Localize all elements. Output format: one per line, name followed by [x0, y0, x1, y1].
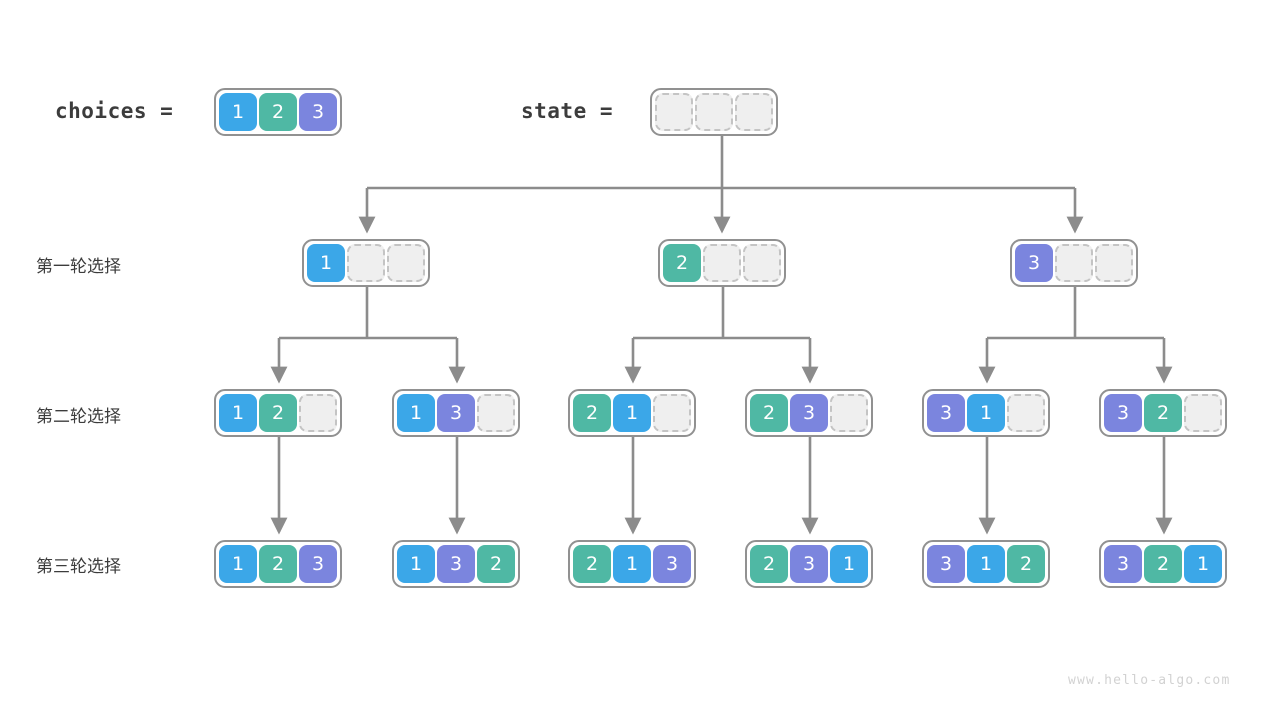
choices-label: choices =: [55, 99, 174, 123]
node-r2-3-cell-1: 1: [613, 394, 651, 432]
node-r3-3-cell-1: 1: [613, 545, 651, 583]
node-r3-5-cell-1: 1: [967, 545, 1005, 583]
node-r3-5-cell-2: 2: [1007, 545, 1045, 583]
node-r2-4-cell-2: [830, 394, 868, 432]
choices-cell-2: 3: [299, 93, 337, 131]
node-r2-2-cell-0: 1: [397, 394, 435, 432]
node-r3-6-cell-2: 1: [1184, 545, 1222, 583]
node-r1-1-cell-0: 1: [307, 244, 345, 282]
node-r1-1-cell-1: [347, 244, 385, 282]
node-r1-2-cell-1: [703, 244, 741, 282]
node-r3-2-cell-0: 1: [397, 545, 435, 583]
node-r3-1-cell-2: 3: [299, 545, 337, 583]
node-r3-2-cell-2: 2: [477, 545, 515, 583]
node-r2-5-cell-2: [1007, 394, 1045, 432]
state-cell-1: [695, 93, 733, 131]
node-r2-4-cell-0: 2: [750, 394, 788, 432]
node-r1-2-cell-0: 2: [663, 244, 701, 282]
node-r2-3-cell-0: 2: [573, 394, 611, 432]
node-r2-1-cell-0: 1: [219, 394, 257, 432]
node-r3-3-cell-0: 2: [573, 545, 611, 583]
node-r3-2-cell-1: 3: [437, 545, 475, 583]
row-label-round3: 第三轮选择: [36, 557, 121, 577]
node-r3-6-cell-1: 2: [1144, 545, 1182, 583]
node-r3-1-cell-1: 2: [259, 545, 297, 583]
watermark: www.hello-algo.com: [1068, 673, 1231, 688]
node-r3-3-cell-2: 3: [653, 545, 691, 583]
node-r1-1-cell-2: [387, 244, 425, 282]
node-r3-5-cell-0: 3: [927, 545, 965, 583]
choices-cell-1: 2: [259, 93, 297, 131]
node-r3-1-cell-0: 1: [219, 545, 257, 583]
node-r2-2-cell-2: [477, 394, 515, 432]
state-cell-2: [735, 93, 773, 131]
node-r2-4-cell-1: 3: [790, 394, 828, 432]
node-r1-3-cell-0: 3: [1015, 244, 1053, 282]
state-array: [650, 88, 778, 136]
node-r1-2-cell-2: [743, 244, 781, 282]
state-label: state =: [521, 99, 614, 123]
node-r1-1: 1: [302, 239, 430, 287]
row-label-round1: 第一轮选择: [36, 257, 121, 277]
node-r2-6-cell-1: 2: [1144, 394, 1182, 432]
state-cell-0: [655, 93, 693, 131]
node-r3-6-cell-0: 3: [1104, 545, 1142, 583]
node-r1-2: 2: [658, 239, 786, 287]
node-r2-1-cell-1: 2: [259, 394, 297, 432]
node-r3-4-cell-2: 1: [830, 545, 868, 583]
node-r3-4-cell-0: 2: [750, 545, 788, 583]
node-r2-2-cell-1: 3: [437, 394, 475, 432]
node-r1-3-cell-2: [1095, 244, 1133, 282]
node-r2-3-cell-2: [653, 394, 691, 432]
node-r2-6-cell-0: 3: [1104, 394, 1142, 432]
node-r3-4-cell-1: 3: [790, 545, 828, 583]
row-label-round2: 第二轮选择: [36, 407, 121, 427]
node-r1-3-cell-1: [1055, 244, 1093, 282]
node-r2-1-cell-2: [299, 394, 337, 432]
node-r1-3: 3: [1010, 239, 1138, 287]
node-r2-5-cell-1: 1: [967, 394, 1005, 432]
choices-cell-0: 1: [219, 93, 257, 131]
node-r2-6-cell-2: [1184, 394, 1222, 432]
node-r2-5-cell-0: 3: [927, 394, 965, 432]
